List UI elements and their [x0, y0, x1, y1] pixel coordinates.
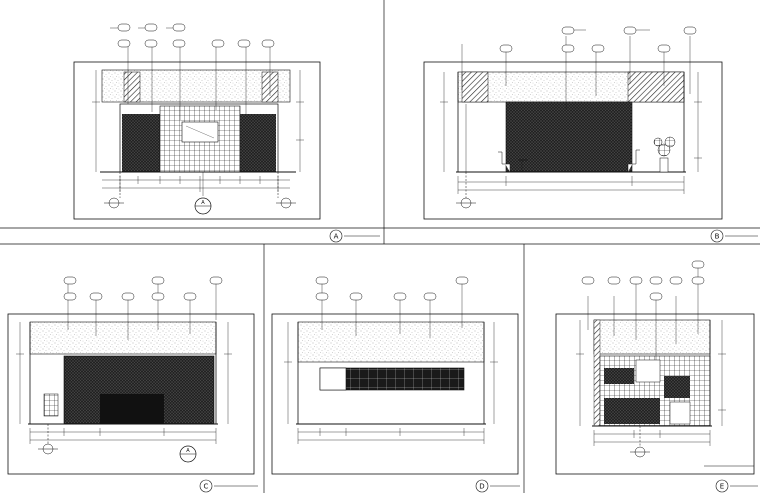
plant-icon [653, 136, 676, 173]
elevation-a: A A [73, 23, 380, 243]
section-marker-label: A [186, 448, 190, 454]
elevation-letter: A [334, 233, 339, 241]
elevation-e: E [555, 260, 758, 493]
elevation-letter: E [720, 483, 724, 491]
section-marker-icon: A [179, 445, 197, 463]
section-marker-icon: A [194, 172, 212, 215]
elevation-letter: C [204, 483, 209, 491]
callout-tag-icon [581, 260, 705, 301]
callout-tag-icon [63, 276, 223, 301]
elevation-d: D [271, 276, 520, 493]
callout-tag-icon [499, 26, 697, 53]
chair-icon [498, 149, 640, 172]
callout-tag-icon [315, 276, 469, 301]
elevation-letter: B [715, 233, 720, 241]
elevation-letter: D [479, 483, 484, 491]
section-marker-label: A [201, 200, 205, 206]
elevation-b: B [423, 26, 758, 243]
callout-tag-icon [117, 23, 275, 48]
elevation-c: A C [7, 276, 258, 493]
